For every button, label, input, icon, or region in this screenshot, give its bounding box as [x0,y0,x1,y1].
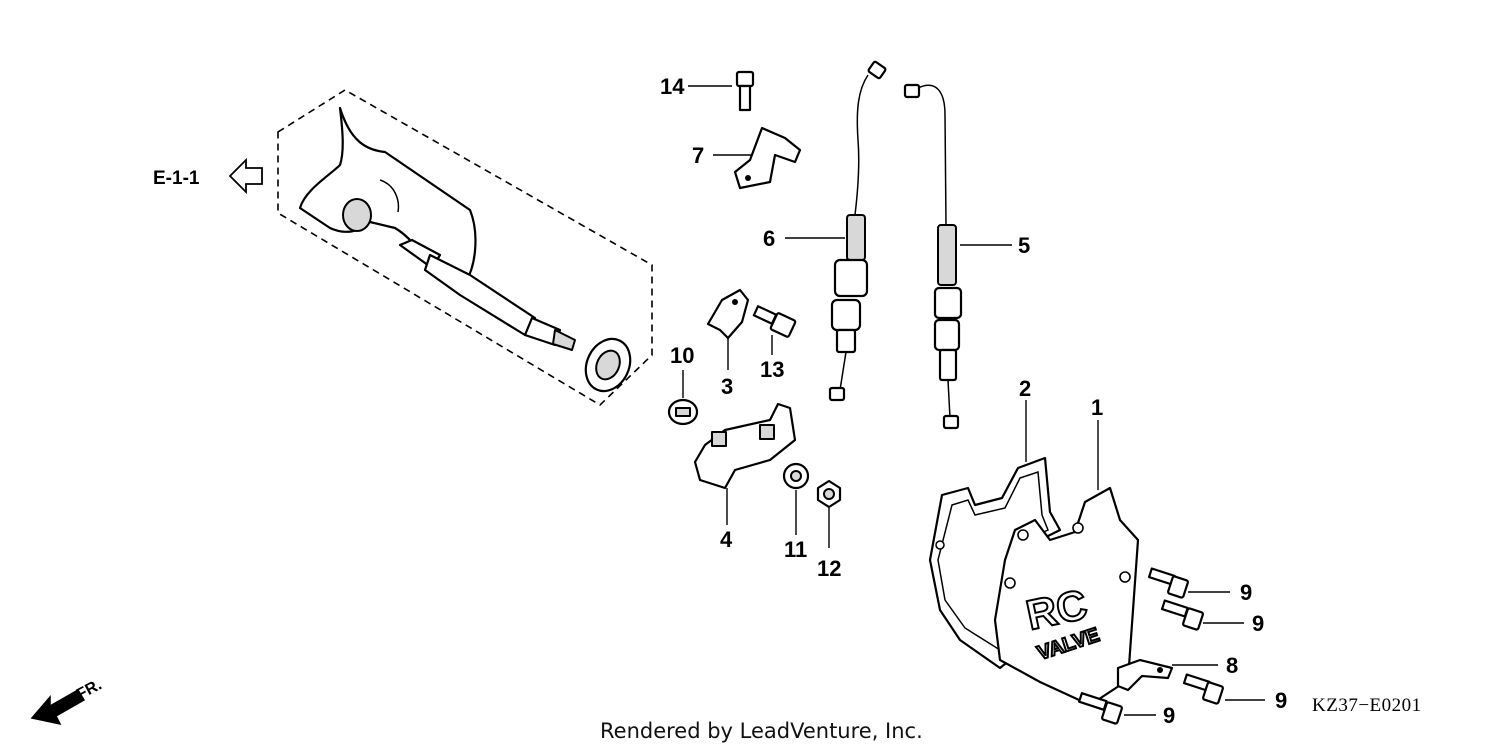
callout-8: 8 [1226,653,1238,678]
callout-13: 13 [760,357,784,382]
callout-2: 2 [1019,376,1031,401]
callout-11: 11 [784,537,807,562]
bolt-part-14[interactable]: 14 [660,70,755,112]
bolt-part-9b[interactable]: 9 [1160,599,1264,636]
callout-3: 3 [721,374,733,399]
callout-9-b: 9 [1252,611,1264,636]
lever-part [298,106,477,284]
lever-hole [342,198,372,232]
left-arrow-icon [228,157,263,195]
seal-ring-part [584,337,632,393]
clip-part-8[interactable]: 8 [1116,653,1238,692]
bracket-part-4[interactable]: 4 [693,402,797,552]
lever-shaft-assembly[interactable] [277,89,653,406]
grommet-part-10[interactable]: 10 [667,343,699,426]
plate-part-3[interactable]: 3 [706,288,750,399]
bolt-part-13[interactable]: 13 [752,305,797,382]
washer-part-11[interactable]: 11 [782,462,810,562]
callout-12: 12 [817,556,841,581]
bolt-part-9a[interactable]: 9 [1147,567,1252,605]
callout-9-a: 9 [1240,580,1252,605]
callout-6: 6 [763,226,775,251]
gasket-part-2[interactable]: 2 [928,376,1062,670]
bracket-part-7[interactable]: 7 [692,126,802,190]
callout-7: 7 [692,143,704,168]
bolt-part-9d[interactable]: 9 [1077,692,1175,728]
diagram-code: KZ37−E0201 [1312,695,1422,716]
bolt-part-9c[interactable]: 9 [1182,673,1287,713]
callout-10: 10 [670,343,694,368]
shaft-part [398,238,576,351]
reference-label[interactable]: E-1-1 [153,168,200,189]
cable-part-5[interactable]: 5 [903,83,1030,430]
cover-part-1[interactable]: RC VALVE 1 [993,395,1140,707]
reference-link[interactable]: E-1-1 [153,157,263,195]
front-direction-indicator: FR. [30,676,105,726]
assembly-dashed-outline [277,89,653,406]
credit-text: Rendered by LeadVenture, Inc. [600,719,923,743]
cable-part-6[interactable]: 6 [763,60,887,402]
callout-5: 5 [1018,233,1030,258]
callout-9-d: 9 [1163,703,1175,728]
callout-14: 14 [660,74,685,99]
callout-4: 4 [720,527,733,552]
front-arrow-icon [30,688,86,726]
callout-1: 1 [1091,395,1103,420]
callout-9-c: 9 [1275,688,1287,713]
nut-part-12[interactable]: 12 [816,479,841,581]
